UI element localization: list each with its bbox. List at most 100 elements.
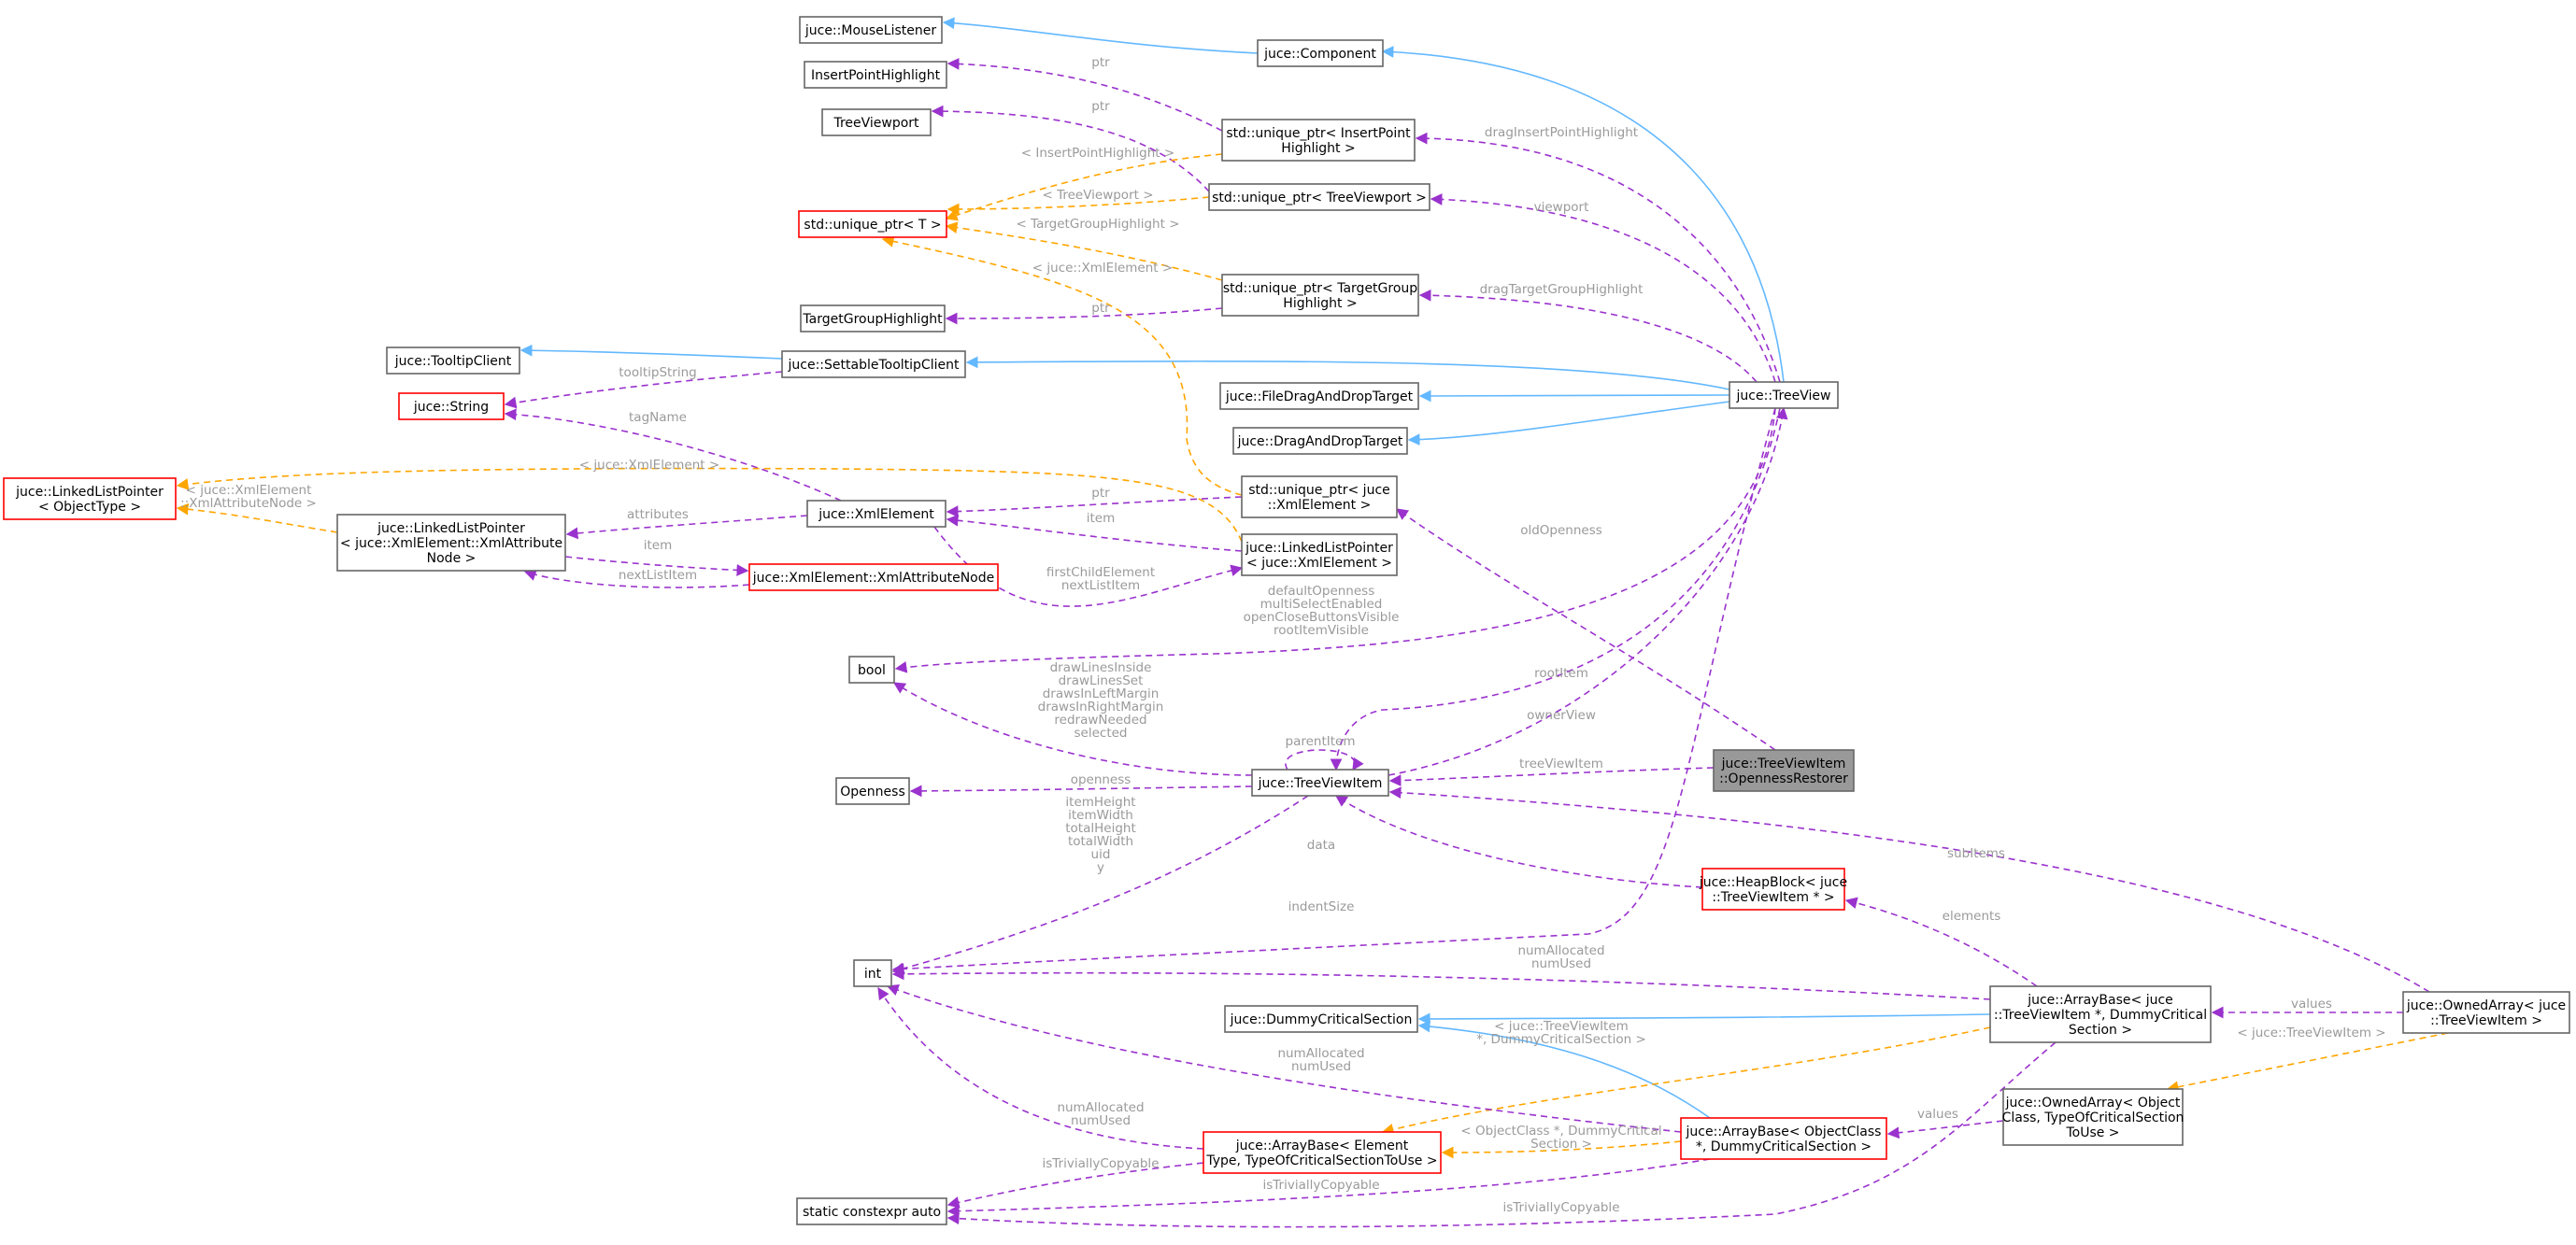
node-uniqueptr-iph[interactable]: std::unique_ptr< InsertPointHighlight > [1221,119,1416,162]
node-box [848,656,895,684]
edge-label: itemWidth [1068,808,1133,823]
node-box [386,347,520,375]
node-insertpointhighlight[interactable]: InsertPointHighlight [804,61,947,89]
edge-treeviewitem-to-bool [892,682,1253,776]
node-draganddroptarget[interactable]: juce::DragAndDropTarget [1232,427,1408,455]
node-int[interactable]: int [853,959,892,987]
edge-label: numUsed [1531,956,1591,971]
node-box [1729,381,1839,409]
edge-label: ownerView [1527,708,1596,723]
node-uniqueptr-t[interactable]: std::unique_ptr< T > [798,210,947,238]
edge-label: tagName [629,410,687,425]
edge-label: values [1917,1107,1958,1122]
node-staticconstexpr[interactable]: static constexpr auto [796,1197,947,1225]
node-label: < juce::XmlElement > [1246,556,1392,571]
edge-label: values [2291,997,2332,1012]
node-box [1989,985,2212,1043]
node-ownedarray-tvi[interactable]: juce::OwnedArray< juce::TreeViewItem > [2402,991,2570,1034]
edge-label: openness [1071,772,1131,787]
node-label: juce::String [413,400,489,415]
edge-label: uid [1091,847,1111,862]
node-tooltipclient[interactable]: juce::TooltipClient [386,347,520,375]
edge-treeview-to-component [1381,46,1785,383]
node-settabletooltipclient[interactable]: juce::SettableTooltipClient [781,350,966,378]
node-linkedlistpointer-t[interactable]: juce::LinkedListPointer< ObjectType > [3,477,177,520]
node-heapblock[interactable]: juce::HeapBlock< juce::TreeViewItem * > [1699,868,1847,911]
node-box [781,350,966,378]
node-linkedlistpointer-xml[interactable]: juce::LinkedListPointer< juce::XmlElemen… [1241,533,1398,576]
edge-treeviewitem-to-openness [909,785,1253,798]
edge-label: oldOpenness [1520,523,1602,538]
node-box [800,304,946,332]
edge-xmlattributenode-to-linkedlistpointer-attr [523,569,750,588]
edge-label: elements [1943,909,2001,924]
edge-label: nextListItem [1061,578,1140,593]
node-component[interactable]: juce::Component [1257,39,1384,67]
edge-label: firstChildElement [1046,565,1155,580]
edge-label: drawLinesSet [1059,673,1144,688]
edge-arraybase-objclass-to-int [886,983,1682,1133]
edge-label: < juce::TreeViewItem > [2237,1026,2385,1040]
node-uniqueptr-tgh[interactable]: std::unique_ptr< TargetGroupHighlight > [1221,274,1419,317]
node-label: Highlight > [1281,141,1355,156]
edge-label: numAllocated [1057,1100,1144,1115]
edge-treeviewitem-to-treeview [1388,406,1788,776]
node-box [806,500,946,528]
node-label: InsertPointHighlight [811,68,941,83]
node-dummycriticalsection[interactable]: juce::DummyCriticalSection [1224,1005,1418,1033]
node-string[interactable]: juce::String [398,392,505,420]
node-linkedlistpointer-attr[interactable]: juce::LinkedListPointer< juce::XmlElemen… [336,514,566,572]
node-xmlattributenode[interactable]: juce::XmlElement::XmlAttributeNode [748,563,999,591]
node-uniqueptr-tvp[interactable]: std::unique_ptr< TreeViewport > [1208,183,1430,211]
node-filedraganddroptarget[interactable]: juce::FileDragAndDropTarget [1219,382,1419,410]
edge-label: numAllocated [1517,943,1604,958]
node-label: ::XmlElement > [1268,498,1372,513]
node-targetgrouphighlight[interactable]: TargetGroupHighlight [800,304,946,332]
edge-label: selected [1075,726,1128,741]
node-opennessrestorer[interactable]: juce::TreeViewItem::OpennessRestorer [1713,749,1855,792]
edge-label: < InsertPointHighlight > [1021,146,1174,161]
node-box [1224,1005,1418,1033]
node-arraybase-objclass[interactable]: juce::ArrayBase< ObjectClass*, DummyCrit… [1680,1117,1887,1160]
edge-label: drawsInLeftMargin [1043,686,1160,701]
node-bool[interactable]: bool [848,656,895,684]
node-label: juce::XmlElement [818,507,934,522]
edge-treeview-to-int [891,407,1776,975]
node-label: *, DummyCriticalSection > [1696,1139,1872,1154]
node-label: juce::FileDragAndDropTarget [1225,389,1414,404]
node-uniqueptr-xml[interactable]: std::unique_ptr< juce::XmlElement > [1241,475,1398,518]
edge-label: data [1307,838,1335,853]
edge-label: treeViewItem [1519,757,1603,771]
edge-label: ptr [1091,99,1110,114]
edge-label: isTriviallyCopyable [1043,1156,1160,1171]
edge-settabletooltipclient-to-tooltipclient [519,344,783,360]
node-label: juce::HeapBlock< juce [1699,875,1847,890]
node-openness[interactable]: Openness [835,777,910,805]
edge-uniqueptr-xml-to-uniqueptr-t [881,235,1243,496]
node-box [835,777,910,805]
node-arraybase-tvi[interactable]: juce::ArrayBase< juce::TreeViewItem *, D… [1989,985,2212,1043]
node-label: juce::LinkedListPointer [15,485,164,500]
node-xmlelement[interactable]: juce::XmlElement [806,500,946,528]
edge-treeviewitem-to-treeviewitem [1285,749,1364,771]
node-label: < juce::XmlElement::XmlAttribute [340,536,562,551]
node-treeviewport[interactable]: TreeViewport [821,108,932,136]
edge-treeview-to-uniqueptr-tvp [1430,193,1776,383]
edge-label: ::XmlAttributeNode > [180,496,317,511]
edge-label: itemHeight [1065,795,1135,810]
node-box [2402,991,2570,1034]
edge-linkedlistpointer-attr-to-xmlattributenode [564,556,749,576]
edge-label: rootItemVisible [1274,623,1369,638]
node-treeviewitem[interactable]: juce::TreeViewItem [1251,769,1389,797]
edge-label: parentItem [1286,734,1356,749]
node-label: juce::ArrayBase< ObjectClass [1686,1125,1882,1139]
edge-ownedarray-tvi-to-ownedarray-generic [2166,1032,2449,1094]
node-label: std::unique_ptr< TreeViewport > [1212,191,1427,205]
edge-linkedlistpointer-xml-to-linkedlistpointer-t [176,467,1243,543]
node-ownedarray-generic[interactable]: juce::OwnedArray< ObjectClass, TypeOfCri… [2002,1088,2185,1146]
node-mouselistener[interactable]: juce::MouseListener [799,16,943,44]
node-label: juce::XmlElement::XmlAttributeNode [752,571,995,586]
node-box [1680,1117,1887,1160]
node-treeview[interactable]: juce::TreeView [1729,381,1839,409]
